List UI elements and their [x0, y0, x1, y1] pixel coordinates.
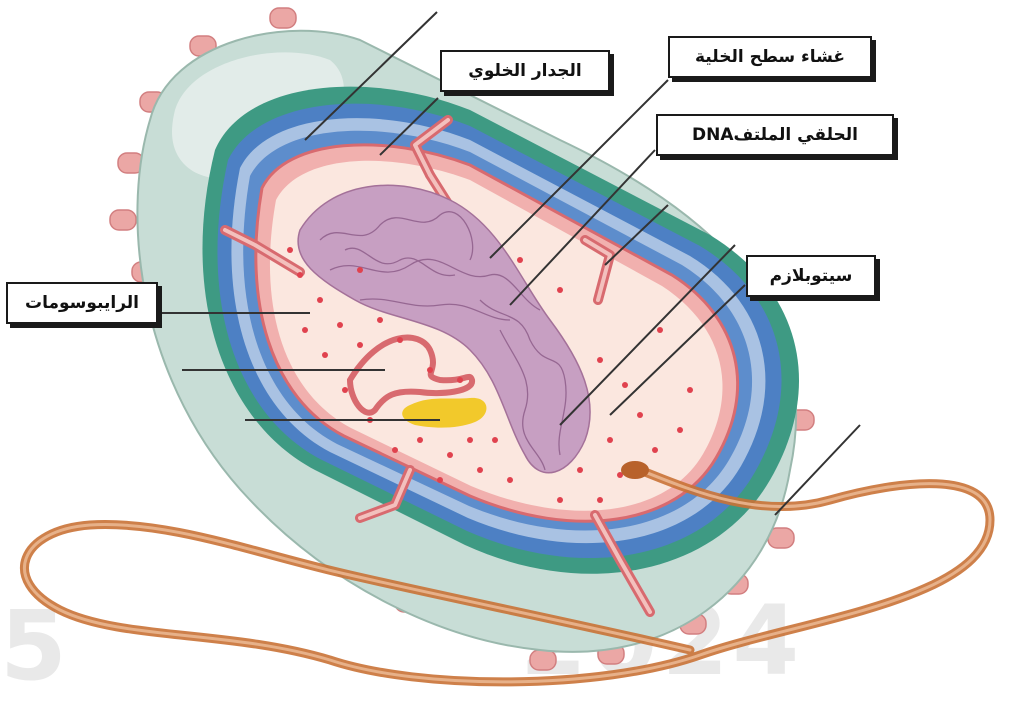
- ribosome: [492, 437, 498, 443]
- ribosome: [397, 337, 403, 343]
- ribosome: [427, 367, 433, 373]
- ribosome: [517, 257, 523, 263]
- label-cell-membrane: غشاء سطح الخلية: [668, 36, 872, 78]
- ribosome: [457, 377, 463, 383]
- pilus: [110, 210, 136, 230]
- ribosome: [357, 342, 363, 348]
- ribosome: [677, 427, 683, 433]
- ribosome: [377, 317, 383, 323]
- ribosome: [657, 327, 663, 333]
- ribosome: [557, 287, 563, 293]
- ribosome: [637, 412, 643, 418]
- ribosome: [322, 352, 328, 358]
- ribosome: [597, 357, 603, 363]
- ribosome: [392, 447, 398, 453]
- ribosome: [477, 467, 483, 473]
- label-cytoplasm: سيتوبلازم: [746, 255, 876, 297]
- ribosome: [417, 437, 423, 443]
- ribosome: [437, 477, 443, 483]
- ribosome: [297, 272, 303, 278]
- ribosome: [652, 447, 658, 453]
- ribosome: [337, 322, 343, 328]
- ribosome: [622, 382, 628, 388]
- ribosome: [317, 297, 323, 303]
- label-cell-wall: الجدار الخلوي: [440, 50, 610, 92]
- pilus: [530, 650, 556, 670]
- ribosome: [302, 327, 308, 333]
- label-circular-dna: الحلقي الملتفDNA: [656, 114, 894, 156]
- ribosome: [507, 477, 513, 483]
- ribosome: [467, 437, 473, 443]
- ribosome: [577, 467, 583, 473]
- ribosome: [447, 452, 453, 458]
- flagellum-base: [621, 461, 649, 479]
- label-ribosomes: الرايبوسومات: [6, 282, 158, 324]
- ribosome: [342, 387, 348, 393]
- ribosome: [597, 497, 603, 503]
- ribosome: [287, 247, 293, 253]
- pilus: [270, 8, 296, 28]
- ribosome: [357, 267, 363, 273]
- ribosome: [687, 387, 693, 393]
- ribosome: [557, 497, 563, 503]
- ribosome: [607, 437, 613, 443]
